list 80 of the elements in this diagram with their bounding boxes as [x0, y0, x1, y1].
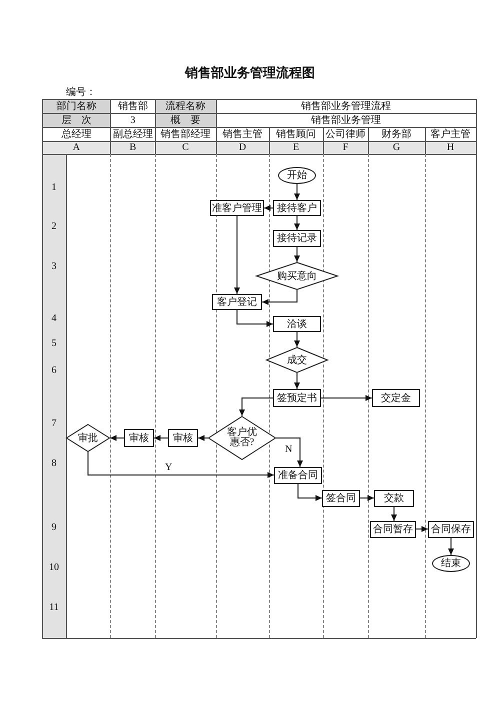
process-box: 准客户管理 [210, 200, 264, 216]
process-box: 客户登记 [212, 294, 262, 310]
arrow [198, 435, 208, 441]
arrow [294, 332, 300, 348]
process-box: 洽谈 [273, 316, 321, 332]
diagram-title: 销售部业务管理流程图 [185, 66, 315, 80]
arrow [154, 435, 168, 441]
header-value: 销售部 [118, 100, 148, 112]
lane-letter: A [42, 142, 110, 154]
arrow [239, 398, 274, 416]
arrow [416, 526, 428, 532]
process-box: 签预定书 [273, 389, 321, 407]
edge-label: N [284, 444, 294, 455]
lane-letter: D [216, 142, 268, 154]
header-value: 3 [130, 114, 136, 126]
process-box: 准备合同 [274, 467, 322, 484]
arrow [276, 438, 303, 468]
arrow [110, 435, 124, 441]
process-box: 合同暂存 [370, 521, 416, 538]
arrow [448, 538, 454, 556]
row-number: 8 [52, 458, 56, 468]
row-number: 1 [52, 182, 56, 192]
arrow [236, 310, 274, 327]
arrow [294, 184, 300, 200]
document-number-label: 编号： [66, 86, 96, 98]
arrow [320, 395, 372, 401]
terminal-ellipse: 开始 [278, 167, 316, 184]
arrow [88, 452, 274, 478]
process-box: 接待记录 [273, 230, 321, 247]
arrow [294, 216, 300, 230]
lane-letter: B [111, 142, 154, 154]
terminal-ellipse: 结束 [432, 555, 470, 572]
lane-letter: G [368, 142, 424, 154]
lane-title: 客户主管 [430, 128, 470, 140]
row-number: 10 [49, 562, 59, 572]
lane-title: 销售部经理 [160, 128, 210, 140]
header-label: 流程名称 [156, 100, 216, 112]
lane-title: 总经理 [61, 128, 92, 140]
process-box: 交定金 [372, 389, 420, 407]
lane-letter: H [426, 142, 476, 154]
lane-letter: F [324, 142, 368, 154]
arrow [294, 246, 300, 262]
row-number: 9 [52, 522, 56, 532]
process-box: 审核 [168, 429, 198, 447]
lane-title: 销售顾问 [276, 128, 316, 140]
lane-title: 财务部 [382, 128, 412, 140]
lane-title: 副总经理 [112, 128, 153, 140]
process-box: 合同保存 [428, 521, 474, 538]
process-box: 审核 [124, 429, 154, 447]
row-number: 6 [52, 364, 56, 376]
lane-title: 销售主管 [222, 128, 262, 140]
row-number: 4 [52, 312, 56, 324]
row-number: 3 [52, 260, 56, 272]
arrow [262, 290, 298, 305]
arrow [360, 495, 374, 501]
lane-letter: C [156, 142, 216, 154]
decision-diamond: 客户优惠否? [208, 416, 276, 460]
arrow [264, 205, 274, 211]
arrow [234, 216, 240, 294]
decision-diamond: 成交 [266, 347, 328, 373]
arrow [298, 484, 322, 501]
header-label: 部门名称 [42, 100, 110, 112]
edge-label: Y [164, 462, 174, 473]
row-number: 11 [49, 602, 59, 612]
arrow [294, 372, 300, 390]
lane-letter: E [270, 142, 322, 154]
decision-diamond: 购买意向 [256, 262, 338, 290]
header-value: 销售部业务管理流程 [301, 100, 391, 112]
row-number: 2 [52, 220, 56, 232]
header-value: 销售部业务管理 [311, 114, 381, 126]
header-label: 层 次 [42, 114, 110, 126]
process-box: 签合同 [322, 490, 360, 507]
process-box: 接待客户 [273, 200, 321, 216]
header-label: 概 要 [156, 114, 216, 126]
lane-title: 公司律师 [326, 128, 366, 140]
process-box: 交款 [374, 490, 414, 507]
row-number: 7 [52, 418, 56, 428]
row-number: 5 [52, 338, 56, 348]
decision-diamond: 审批 [66, 424, 110, 452]
arrow [391, 506, 397, 522]
